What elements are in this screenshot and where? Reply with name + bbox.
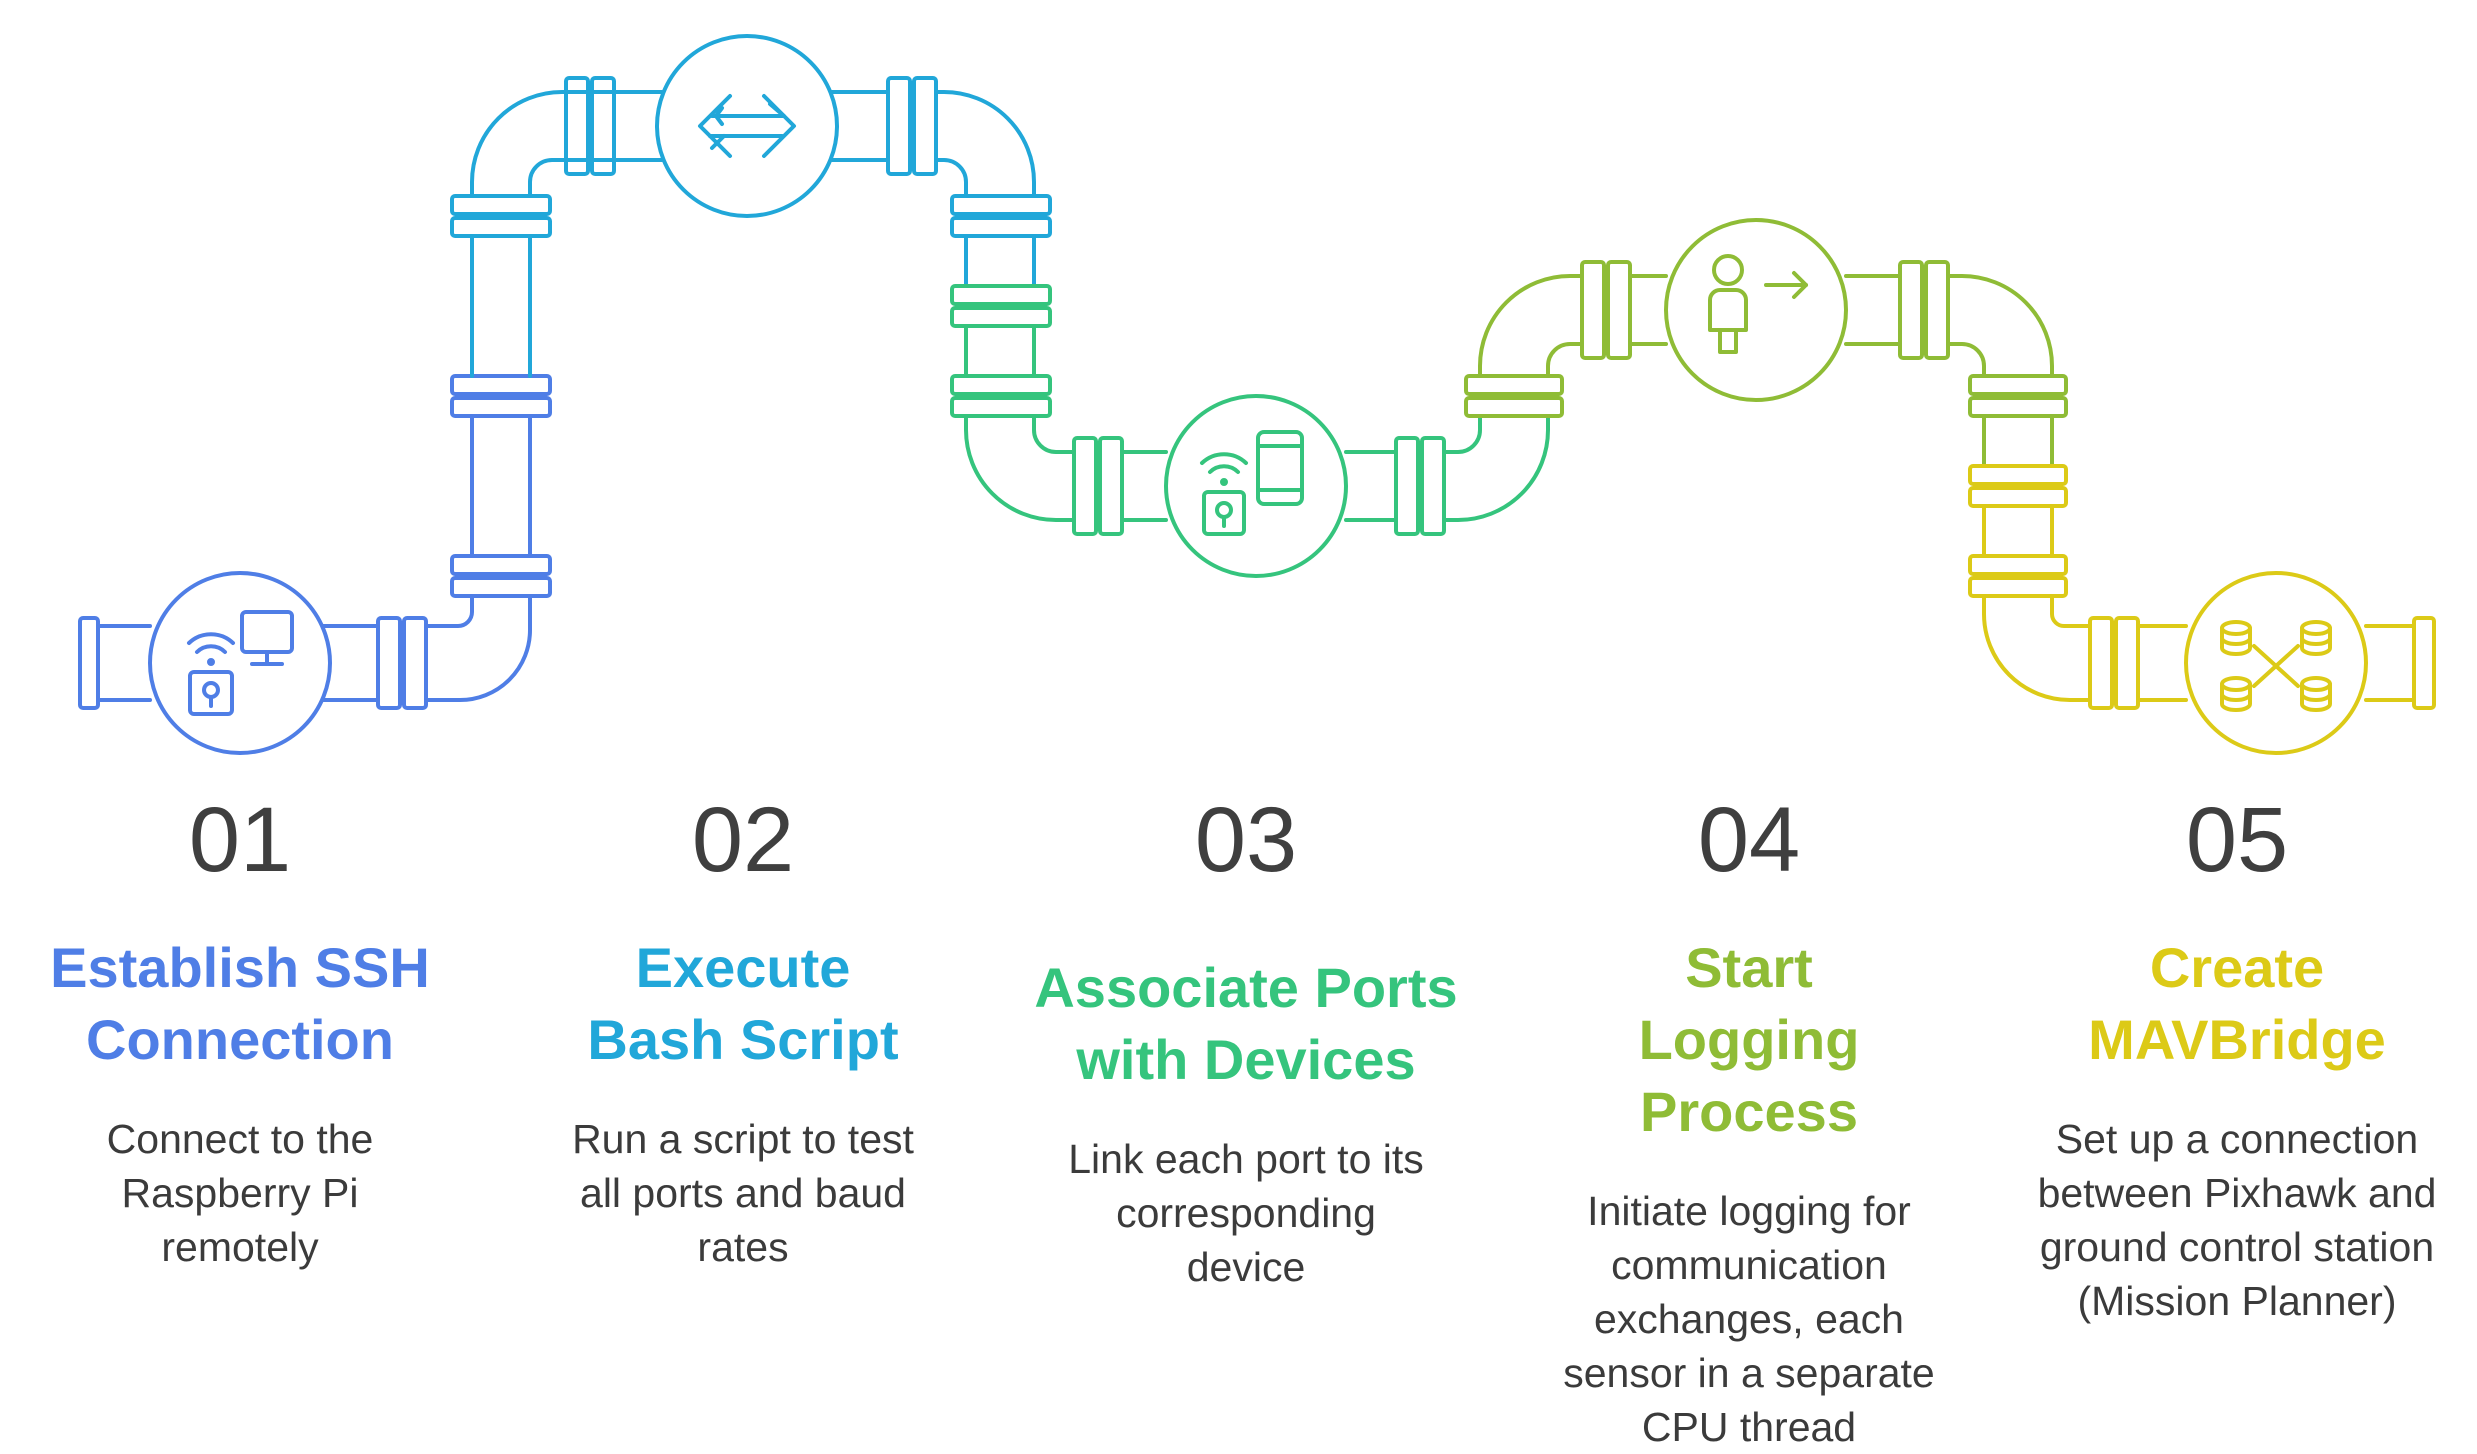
step-description: Link each port to its corresponding devi… — [1068, 1136, 1424, 1290]
step-4-circle — [1664, 218, 1848, 402]
step-number: 04 — [1697, 789, 1801, 891]
step-title: Execute Bash Script — [587, 936, 899, 1071]
pipe-segment-3 — [950, 284, 1550, 536]
step-number: 02 — [691, 789, 795, 891]
pipe-segment-1 — [78, 374, 552, 710]
step-description: Set up a connection between Pixhawk and … — [2037, 1116, 2437, 1324]
step-2: 02 Execute Bash Script Run a script to t… — [503, 790, 983, 1274]
step-title: Start Logging Process — [1638, 936, 1860, 1143]
step-3: 03 Associate Ports with Devices Link eac… — [1006, 790, 1486, 1294]
step-title: Associate Ports with Devices — [1034, 956, 1458, 1091]
step-5: 05 Create MAVBridge Set up a connection … — [1997, 790, 2477, 1328]
pipe-segment-2 — [450, 76, 1052, 378]
code-arrows-icon — [698, 94, 796, 158]
step-number: 05 — [2185, 789, 2289, 891]
step-2-circle — [655, 34, 839, 218]
person-arrow-icon — [1708, 254, 1808, 354]
step-title: Establish SSH Connection — [50, 936, 430, 1071]
step-1: 01 Establish SSH Connection Connect to t… — [0, 790, 480, 1274]
wifi-lock-phone-icon — [1200, 430, 1304, 536]
step-4: 04 Start Logging Process Initiate loggin… — [1509, 790, 1989, 1454]
pipe-segment-4 — [1464, 260, 2068, 468]
step-number: 03 — [1194, 789, 1298, 891]
wifi-lock-monitor-icon — [187, 610, 294, 716]
step-description: Run a script to test all ports and baud … — [572, 1116, 914, 1270]
step-number: 01 — [188, 789, 292, 891]
pipe-layer — [78, 34, 2436, 755]
step-title: Create MAVBridge — [2088, 936, 2386, 1071]
step-description: Initiate logging for communication excha… — [1563, 1188, 1935, 1450]
step-1-circle — [148, 571, 332, 755]
database-network-icon — [2220, 620, 2332, 712]
pipe-segment-5 — [1968, 464, 2436, 710]
step-5-circle — [2184, 571, 2368, 755]
step-description: Connect to the Raspberry Pi remotely — [106, 1116, 374, 1270]
